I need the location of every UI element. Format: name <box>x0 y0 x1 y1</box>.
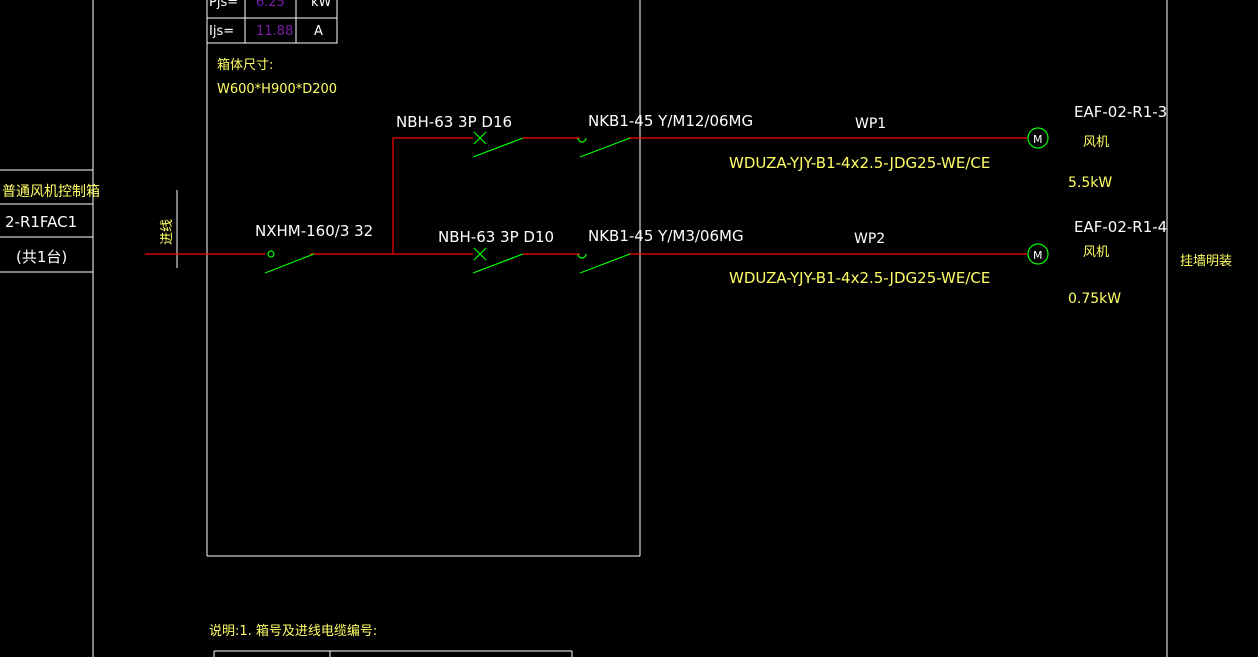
notes-table <box>213 650 573 657</box>
pjs-unit: kW <box>311 0 332 10</box>
main-switch-label: NXHM-160/3 32 <box>255 222 373 240</box>
breaker-1-label: NBH-63 3P D16 <box>396 113 512 131</box>
main-switch-symbol <box>264 250 315 274</box>
contactor-1-symbol <box>577 137 631 158</box>
panel-count: (共1台) <box>16 248 67 266</box>
ijs-label: Ijs= <box>209 24 234 39</box>
motor-2-letter: M <box>1033 249 1043 262</box>
contactor-1-label: NKB1-45 Y/M12/06MG <box>588 112 753 130</box>
motor-1-symbol: M <box>1027 127 1049 149</box>
pjs-label: Pjs= <box>209 0 238 10</box>
breaker-2-label: NBH-63 3P D10 <box>438 228 554 246</box>
equipment-1-code: EAF-02-R1-3 <box>1074 103 1167 121</box>
equipment-2-code: EAF-02-R1-4 <box>1074 218 1167 236</box>
main-wiring <box>145 137 1027 255</box>
motor-1-letter: M <box>1033 133 1043 146</box>
calc-table: Pjs= 6.25 kW Ijs= 11.88 A <box>206 0 338 44</box>
panel-code: 2-R1FAC1 <box>5 213 77 231</box>
motor-2-symbol: M <box>1027 243 1049 265</box>
circuit-1-id: WP1 <box>855 116 886 132</box>
panel-name: 普通风机控制箱 <box>2 184 100 200</box>
equipment-2-power: 0.75kW <box>1068 291 1121 307</box>
install-method: 挂墙明装 <box>1180 254 1232 269</box>
equipment-1-power: 5.5kW <box>1068 175 1112 191</box>
breaker-1-symbol <box>472 131 524 158</box>
contactor-2-symbol <box>577 253 631 274</box>
pjs-value: 6.25 <box>256 0 285 10</box>
equipment-2-type: 风机 <box>1083 245 1109 260</box>
incoming-label: 进线 <box>160 219 175 245</box>
ijs-unit: A <box>314 24 323 39</box>
box-size-title: 箱体尺寸: <box>217 57 273 73</box>
circuit-2-cable: WDUZA-YJY-B1-4x2.5-JDG25-WE/CE <box>729 269 990 287</box>
left-panel-info: 普通风机控制箱 2-R1FAC1 (共1台) <box>0 169 100 273</box>
circuit-2-id: WP2 <box>854 231 885 247</box>
box-size-dimensions: W600*H900*D200 <box>217 82 337 97</box>
ijs-value: 11.88 <box>256 24 293 39</box>
notes-text: 说明:1. 箱号及进线电缆编号: <box>209 623 377 639</box>
breaker-2-symbol <box>472 247 524 274</box>
circuit-1-cable: WDUZA-YJY-B1-4x2.5-JDG25-WE/CE <box>729 154 990 172</box>
equipment-1-type: 风机 <box>1083 135 1109 150</box>
contactor-2-label: NKB1-45 Y/M3/06MG <box>588 227 744 245</box>
